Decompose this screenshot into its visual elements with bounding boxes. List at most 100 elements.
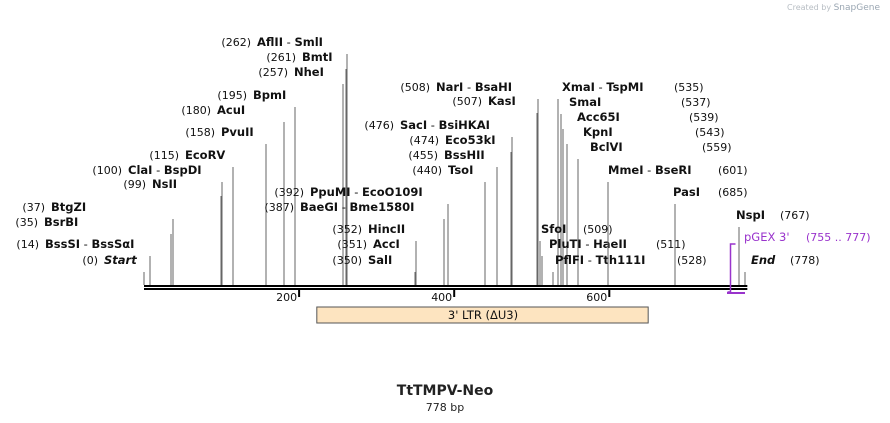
enzyme-name: EcoO109I	[362, 185, 423, 199]
enzyme-name: BssSαI	[92, 237, 135, 251]
site-position: (352)	[332, 223, 362, 236]
enzyme-name: BssSI	[45, 237, 80, 251]
site-bsssi-bsss-i: BssSI - BssSαI (14)	[16, 237, 151, 285]
site-position: (440)	[412, 164, 442, 177]
enzyme-name: SalI	[368, 253, 392, 267]
site-position: (455)	[408, 149, 438, 162]
ruler-tick-label: 200	[276, 291, 297, 304]
site-kasi: KasI(507)	[452, 94, 538, 285]
enzyme-name: AcuI	[217, 103, 245, 117]
site-position: (535)	[674, 81, 704, 94]
enzyme-name: Acc65I	[577, 110, 620, 124]
site-clai-bspdi: ClaI - BspDI (100)	[92, 163, 223, 285]
site-position: (507)	[452, 95, 482, 108]
enzyme-name: SmaI	[569, 95, 601, 109]
site-position: (257)	[258, 66, 288, 79]
site-position: (37)	[22, 201, 45, 214]
site-label: EcoRV	[185, 148, 225, 162]
site-position: (508)	[400, 81, 430, 94]
site-sali: SalI(350)	[332, 253, 416, 285]
enzyme-name: KpnI	[583, 125, 613, 139]
site-position: (14)	[16, 238, 39, 251]
site-position: (685)	[718, 186, 748, 199]
site-label: BpmI	[253, 88, 286, 102]
site-label: AcuI	[217, 103, 245, 117]
site-bmti: BmtI (261)	[266, 50, 347, 285]
site-label: BsrBI	[44, 215, 78, 229]
site-label: Eco53kI	[445, 133, 496, 147]
site-position: (559)	[702, 141, 732, 154]
site-aflii-smli: AflII - SmlI(262)	[221, 35, 348, 285]
site-label: SfoI	[541, 222, 566, 236]
site-kpni: KpnI (543)	[566, 125, 725, 285]
site-pluti-haeii: PluTI - HaeII(511)	[541, 237, 686, 285]
site-position: (543)	[695, 126, 725, 139]
site-position: (601)	[718, 164, 748, 177]
site-pasi: PasI (685)	[673, 185, 748, 285]
site-label: SacI - BsiHKAI	[400, 118, 490, 132]
site-position: (261)	[266, 51, 296, 64]
site-label: BssHII	[444, 148, 485, 162]
enzyme-name: TsoI	[448, 163, 473, 177]
enzyme-name: SmlI	[294, 35, 323, 49]
site-label: NsII	[152, 177, 177, 191]
enzyme-name: NheI	[294, 65, 324, 79]
site-position: (115)	[149, 149, 179, 162]
site-label: BclVI	[590, 140, 623, 154]
enzyme-name: AflII	[257, 35, 283, 49]
primer-range: (755 .. 777)	[806, 231, 871, 244]
site-bclvi: BclVI (559)	[577, 140, 732, 285]
enzyme-name: BseRI	[655, 163, 692, 177]
enzyme-name: BclVI	[590, 140, 623, 154]
primer-label: pGEX 3'	[744, 230, 790, 244]
site-label: PpuMI - EcoO109I	[310, 185, 423, 199]
enzyme-name: BtgZI	[51, 200, 86, 214]
site-mmei-bseri: MmeI - BseRI(601)	[607, 163, 748, 285]
site-nhei: NheI (257)	[258, 65, 344, 285]
enzyme-name: TspMI	[606, 80, 643, 94]
site-smai: SmaI(537)	[560, 95, 711, 285]
enzyme-name: NarI	[436, 80, 463, 94]
snapgene-brand: SnapGene	[833, 3, 880, 13]
credit-prefix: Created by	[787, 3, 832, 12]
site-label: Start	[104, 253, 137, 267]
enzyme-name: PvuII	[221, 125, 254, 139]
site-eco53ki: Eco53kI(474)	[409, 133, 512, 285]
site-label: BmtI	[302, 50, 333, 64]
site-position: (528)	[677, 254, 707, 267]
enzyme-name: BmtI	[302, 50, 333, 64]
site-position: (195)	[217, 89, 247, 102]
site-position: (539)	[689, 111, 719, 124]
site-label: ClaI - BspDI	[128, 163, 202, 177]
site-bsrbi: BsrBI (35)	[15, 215, 172, 285]
site-position: (511)	[656, 238, 686, 251]
enzyme-name: XmaI	[562, 80, 595, 94]
site-position: (35)	[15, 216, 38, 229]
enzyme-name: BsrBI	[44, 215, 78, 229]
site-label: BaeGI - Bme1580I	[300, 200, 414, 214]
enzyme-name: PasI	[673, 185, 700, 199]
site-label: BssSI - BssSαI	[45, 237, 134, 251]
site-position: (767)	[780, 209, 810, 222]
site-nspi: NspI(767)	[736, 208, 810, 285]
enzyme-name: MmeI	[608, 163, 644, 177]
plasmid-length: 778 bp	[425, 401, 465, 414]
enzyme-name: BsiHKAI	[439, 118, 490, 132]
site-label: TsoI	[448, 163, 473, 177]
site-end: End(778)	[744, 253, 820, 285]
site-position: (351)	[337, 238, 367, 251]
enzyme-name: BaeGI	[300, 200, 338, 214]
enzyme-name: AccI	[373, 237, 400, 251]
enzyme-name: EcoRV	[185, 148, 225, 162]
site-saci-bsihkai: SacI - BsiHKAI(476)	[364, 118, 513, 285]
enzyme-name: Bme1580I	[350, 200, 415, 214]
site-position: (0)	[82, 254, 98, 267]
site-acui: AcuI(180)	[181, 103, 285, 285]
site-xmai-tspmi: XmaI - TspMI(535)	[557, 80, 704, 285]
enzyme-name: BsaHI	[475, 80, 512, 94]
enzyme-name: BssHII	[444, 148, 485, 162]
site-nsii: NsII(99)	[123, 177, 222, 285]
site-acci: AccI (351)	[337, 237, 417, 285]
site-position: (100)	[92, 164, 122, 177]
